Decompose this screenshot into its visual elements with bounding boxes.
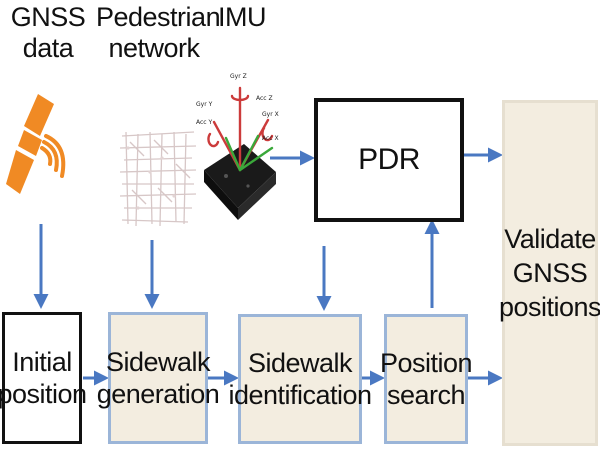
satellite-icon bbox=[6, 94, 66, 194]
imu-axis-label: Acc Y bbox=[196, 119, 213, 126]
sidewalk-generation-box: Sidewalk generation bbox=[97, 312, 220, 444]
pedestrian-network-icon bbox=[119, 131, 197, 227]
position-search-box: Position search bbox=[380, 314, 473, 444]
gnss-data-label: GNSS data bbox=[10, 2, 86, 63]
imu-axis-label: Gyr X bbox=[262, 111, 279, 118]
validate-gnss-positions-box: Validate GNSS positions bbox=[499, 100, 600, 446]
imu-axis-label: Acc X bbox=[262, 135, 279, 142]
imu-device-icon: Gyr Z Acc Z Gyr Y Acc Y Gyr X Acc X bbox=[196, 73, 279, 220]
pdr-box: PDR bbox=[314, 98, 464, 222]
pedestrian-network-label: Pedestrian network bbox=[96, 2, 221, 63]
initial-position-box: Initial position bbox=[0, 312, 87, 444]
imu-axis-label: Gyr Z bbox=[230, 73, 247, 80]
sidewalk-identification-box: Sidewalk identification bbox=[228, 314, 372, 444]
imu-axis-label: Gyr Y bbox=[196, 101, 213, 108]
imu-axis-label: Acc Z bbox=[256, 95, 273, 102]
imu-label: IMU bbox=[218, 2, 267, 32]
